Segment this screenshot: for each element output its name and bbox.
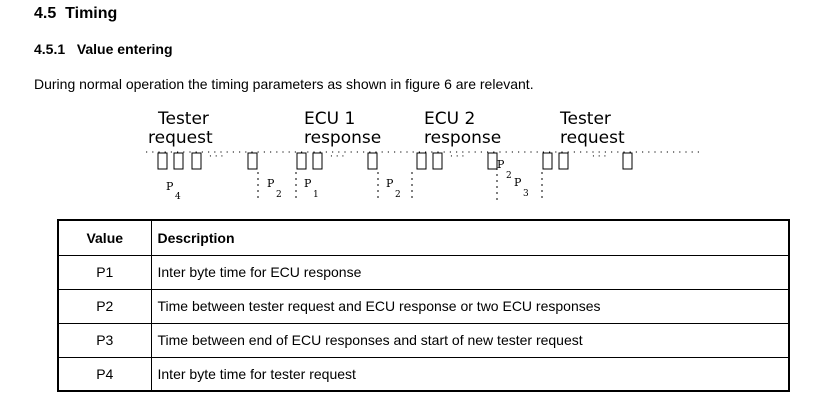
- caption-ecu2-response-line1: ECU 2: [424, 109, 475, 129]
- label-p2-sub: 2: [506, 171, 512, 181]
- cell-description: Time between end of ECU responses and st…: [150, 322, 790, 358]
- caption-ecu2-response-line2: response: [424, 128, 501, 148]
- caption-tester-request-2-line1: Tester: [559, 109, 611, 129]
- label-p2: P: [497, 158, 505, 171]
- caption-tester-request-1-line1: Tester: [157, 109, 209, 129]
- subsection-title: Value entering: [76, 41, 173, 57]
- byte-box: [191, 152, 202, 170]
- label-p1-sub: 1: [313, 190, 319, 200]
- table-row: P4 Inter byte time for tester request: [57, 356, 790, 392]
- byte-frames: [157, 152, 633, 170]
- subsection-number: 4.5.1: [34, 41, 66, 57]
- section-title: Timing: [65, 5, 118, 22]
- caption-tester-request-1-line2: request: [148, 128, 213, 148]
- label-p2-sub: 2: [395, 190, 401, 200]
- cell-value: P4: [57, 356, 152, 392]
- label-p4-sub: 4: [175, 192, 181, 202]
- byte-box: [558, 152, 569, 170]
- column-header-description: Description: [150, 219, 790, 256]
- section-heading: 4.5 Timing: [34, 5, 117, 23]
- byte-box: [416, 152, 427, 170]
- byte-box: [367, 152, 378, 170]
- gap-dots: · · ·: [209, 152, 223, 162]
- byte-box: [247, 152, 258, 170]
- byte-box: [622, 152, 633, 170]
- gap-dots: · · ·: [592, 152, 606, 162]
- label-p2: P: [267, 177, 275, 190]
- subsection-heading: 4.5.1 Value entering: [34, 41, 173, 57]
- byte-box: [487, 152, 498, 170]
- cell-value: P1: [57, 254, 152, 290]
- label-p2: P: [386, 177, 394, 190]
- cell-description: Time between tester request and ECU resp…: [150, 288, 790, 324]
- section-number: 4.5: [34, 5, 57, 22]
- byte-box: [296, 152, 307, 170]
- byte-box: [432, 152, 443, 170]
- table-row: P1 Inter byte time for ECU response: [57, 254, 790, 290]
- gap-dots: · · ·: [330, 152, 344, 162]
- label-p4: P: [166, 180, 174, 193]
- timing-markers: [257, 168, 543, 200]
- cell-description: Inter byte time for ECU response: [150, 254, 790, 290]
- label-p1: P: [304, 177, 312, 190]
- table-row: P3 Time between end of ECU responses and…: [57, 322, 790, 358]
- label-p3-sub: 3: [523, 189, 529, 199]
- byte-box: [173, 152, 184, 170]
- cell-value: P3: [57, 322, 152, 358]
- byte-box: [157, 152, 168, 170]
- cell-description: Inter byte time for tester request: [150, 356, 790, 392]
- caption-tester-request-2-line2: request: [560, 128, 625, 148]
- byte-box: [542, 152, 553, 170]
- intro-paragraph: During normal operation the timing param…: [34, 76, 534, 92]
- label-p3: P: [514, 176, 522, 189]
- caption-ecu1-response-line2: response: [304, 128, 381, 148]
- cell-value: P2: [57, 288, 152, 324]
- table-header-row: Value Description: [57, 219, 790, 256]
- label-p2-sub: 2: [276, 190, 282, 200]
- timing-parameters-table: Value Description P1 Inter byte time for…: [57, 219, 790, 392]
- table-row: P2 Time between tester request and ECU r…: [57, 288, 790, 324]
- column-header-value: Value: [57, 219, 152, 256]
- caption-ecu1-response-line1: ECU 1: [304, 109, 355, 129]
- timing-diagram: Tester request ECU 1 response ECU 2 resp…: [146, 109, 700, 202]
- byte-box: [312, 152, 323, 170]
- gap-dots: · · ·: [450, 152, 464, 162]
